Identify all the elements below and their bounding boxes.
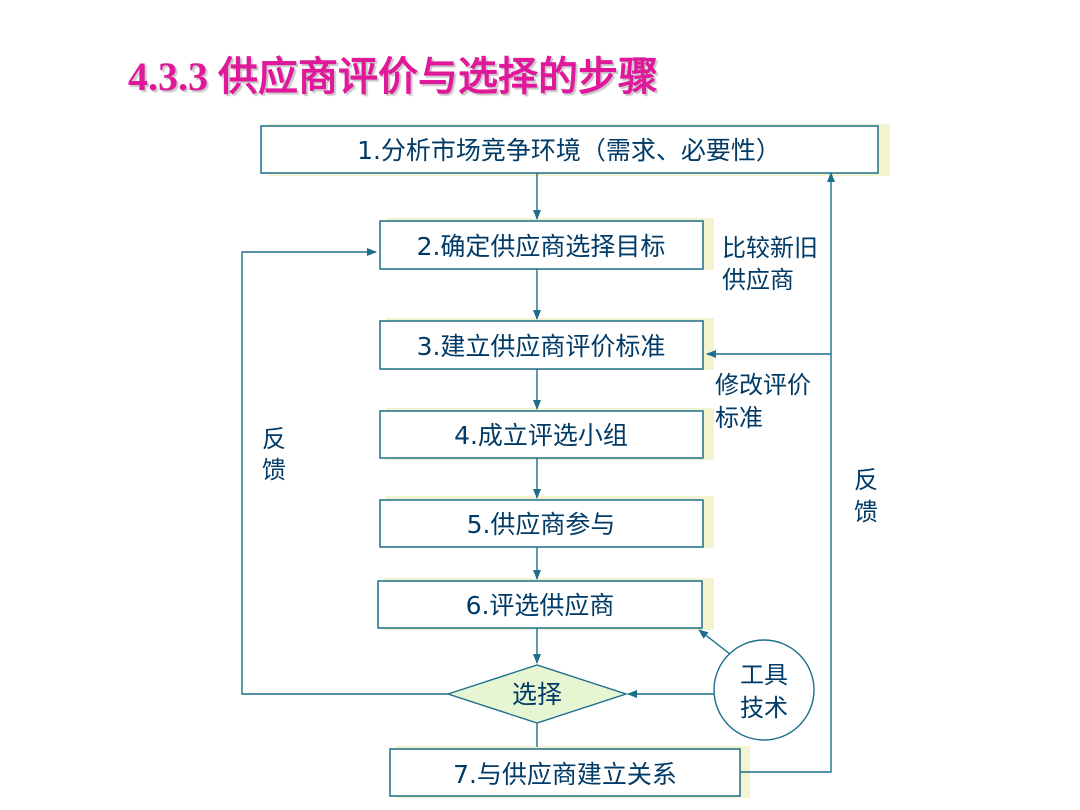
note-compare-line-1: 比较新旧 <box>722 234 818 262</box>
tools-line-1: 工具 <box>740 661 788 689</box>
tools-line-2: 技术 <box>740 694 788 722</box>
tools-circle: 工具 技术 <box>713 639 815 741</box>
step-6-label: 6.评选供应商 <box>466 591 615 620</box>
note-modify-line-1: 修改评价 <box>715 371 811 399</box>
note-compare: 比较新旧 供应商 <box>722 234 818 294</box>
step-1-label: 1.分析市场竞争环境（需求、必要性） <box>357 136 781 165</box>
step-1: 1.分析市场竞争环境（需求、必要性） <box>260 125 879 174</box>
note-compare-line-2: 供应商 <box>722 266 794 294</box>
note-feedback-right: 反 馈 <box>854 466 878 526</box>
right-feedback-loop <box>706 172 835 773</box>
left-feedback-loop <box>241 248 448 695</box>
note-feedback-left-2: 馈 <box>262 456 286 484</box>
step-4-label: 4.成立评选小组 <box>454 421 628 450</box>
note-feedback-right-1: 反 <box>854 466 878 494</box>
note-modify-line-2: 标准 <box>715 404 763 432</box>
decision-label: 选择 <box>512 680 562 709</box>
step-4: 4.成立评选小组 <box>379 410 704 459</box>
step-7: 7.与供应商建立关系 <box>389 748 741 797</box>
step-7-label: 7.与供应商建立关系 <box>453 760 677 789</box>
note-modify: 修改评价 标准 <box>715 371 811 432</box>
step-3-label: 3.建立供应商评价标准 <box>417 332 666 361</box>
step-5-label: 5.供应商参与 <box>467 510 616 539</box>
step-3: 3.建立供应商评价标准 <box>379 320 704 370</box>
note-feedback-left-1: 反 <box>262 425 286 453</box>
step-2-label: 2.确定供应商选择目标 <box>417 232 666 261</box>
note-feedback-right-2: 馈 <box>854 498 878 526</box>
tools-arrows <box>627 629 731 698</box>
step-6: 6.评选供应商 <box>377 580 703 629</box>
step-2: 2.确定供应商选择目标 <box>379 220 704 270</box>
decision-diamond: 选择 <box>445 664 629 724</box>
step-5: 5.供应商参与 <box>379 499 704 548</box>
page-title: 4.3.3 供应商评价与选择的步骤 <box>128 54 658 99</box>
note-feedback-left: 反 馈 <box>262 425 286 484</box>
